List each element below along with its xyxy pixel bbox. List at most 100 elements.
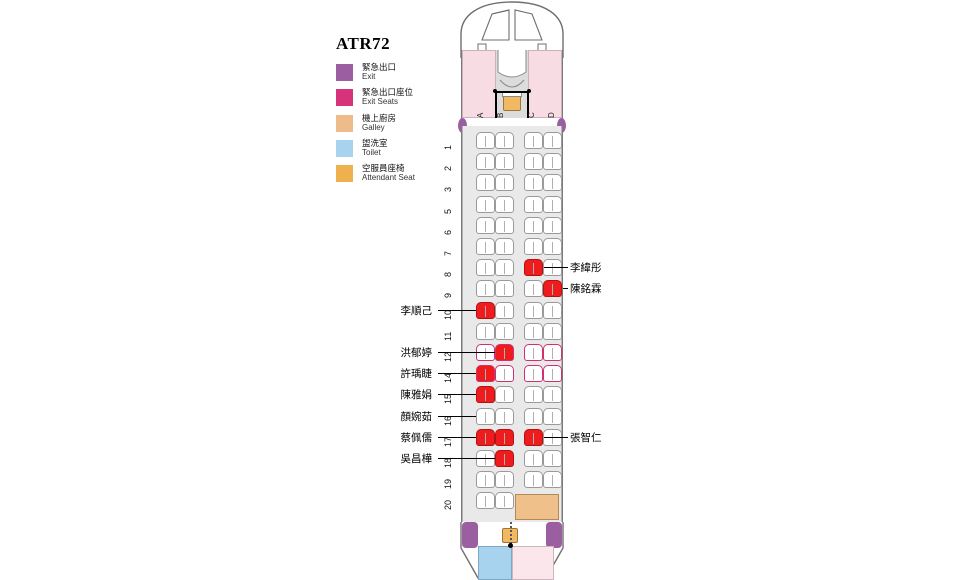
forward-attendant-seat-back	[502, 92, 522, 97]
seat-divider	[552, 220, 553, 232]
seat-divider	[552, 390, 553, 402]
leader-line-10A	[438, 309, 476, 311]
seat-divider	[485, 411, 486, 423]
seat-divider	[504, 305, 505, 317]
legend-label-zh: 緊急出口	[362, 62, 397, 72]
seat-divider	[485, 242, 486, 253]
row-number-14: 14	[443, 373, 453, 384]
seat-divider	[533, 263, 534, 275]
seat-divider	[485, 220, 486, 232]
seat-divider	[485, 475, 486, 487]
seat-divider	[533, 136, 534, 147]
leader-line-12B	[438, 352, 495, 353]
legend-label-en: Exit	[362, 71, 376, 81]
seat-divider	[552, 305, 553, 317]
forward-partition-rail	[495, 91, 529, 93]
legend-panel: ATR72 緊急出口 Exit 緊急出口座位 Exit Seats 機上廚房 G…	[336, 34, 466, 190]
legend-label-zh: 緊急出口座位	[362, 87, 414, 98]
column-header-b: B	[496, 112, 505, 118]
seat-divider	[485, 178, 486, 190]
seat-divider	[552, 326, 553, 338]
column-header-a: A	[476, 112, 485, 118]
seat-divider	[485, 390, 486, 402]
seat-divider	[533, 220, 534, 232]
seat-divider	[485, 263, 486, 275]
row-number-12: 12	[443, 351, 453, 362]
seat-divider	[504, 199, 505, 211]
leader-line-18B	[438, 458, 495, 459]
forward-partition-left	[495, 91, 497, 118]
seat-divider	[533, 390, 534, 402]
legend-label-zh: 空服員座椅	[362, 163, 405, 174]
seat-divider	[552, 284, 553, 296]
rear-hinge	[508, 543, 513, 548]
row-number-5: 5	[443, 208, 453, 214]
legend-label-en: Toilet	[362, 147, 381, 157]
seat-divider	[552, 432, 553, 444]
rear-curtain-track	[510, 522, 514, 544]
rear-stowage	[512, 546, 554, 580]
column-header-d: D	[547, 112, 556, 118]
passenger-label-16A: 顏婉茹	[400, 410, 433, 423]
seat-divider	[533, 242, 534, 253]
rear-toilet	[478, 546, 512, 580]
seat-divider	[485, 432, 486, 444]
seat-divider	[504, 326, 505, 338]
forward-right-service-zone	[528, 50, 562, 118]
seat-divider	[552, 242, 553, 253]
seat-divider	[485, 326, 486, 338]
legend-item-exit-seats: 緊急出口座位 Exit Seats	[336, 87, 466, 107]
galley-swatch	[336, 114, 353, 132]
row-number-7: 7	[443, 250, 453, 256]
seat-divider	[533, 157, 534, 169]
passenger-label-17A: 蔡佩儒	[400, 431, 433, 444]
row-number-10: 10	[443, 309, 453, 320]
seat-divider	[533, 284, 534, 296]
legend-item-toilet: 盥洗室 Toilet	[336, 139, 466, 157]
row-number-2: 2	[443, 166, 453, 172]
seat-divider	[533, 411, 534, 423]
seat-divider	[552, 475, 553, 487]
seat-divider	[504, 220, 505, 232]
passenger-label-18B: 吳昌樺	[400, 453, 433, 465]
leader-line-16A	[438, 415, 476, 417]
row-number-16: 16	[443, 415, 453, 426]
seat-divider	[485, 348, 486, 359]
seat-divider	[552, 136, 553, 147]
row-number-20: 20	[443, 500, 453, 511]
seat-divider	[504, 263, 505, 275]
row-number-3: 3	[443, 187, 453, 193]
legend-label-en: Attendant Seat	[362, 173, 415, 183]
seat-divider	[504, 475, 505, 487]
aircraft-type-title: ATR72	[336, 34, 391, 53]
exit-swatch	[336, 64, 353, 81]
rear-right-exit	[546, 522, 562, 548]
attendant-seat-swatch	[336, 165, 353, 183]
seat-divider	[552, 348, 553, 359]
passenger-label-9D: 陳銘霖	[570, 283, 602, 296]
seat-divider	[552, 199, 553, 211]
seat-divider	[485, 199, 486, 211]
seat-divider	[504, 348, 505, 359]
seat-divider	[552, 263, 553, 275]
seat-divider	[504, 242, 505, 253]
seat-divider	[533, 326, 534, 338]
leader-line-17A	[438, 436, 476, 438]
column-header-c: C	[527, 112, 536, 118]
seat-divider	[552, 369, 553, 381]
row-number-17: 17	[443, 436, 453, 447]
legend-label-en: Exit Seats	[362, 97, 399, 107]
row-number-19: 19	[443, 479, 453, 490]
leader-line-8C	[544, 267, 568, 269]
seat-divider	[533, 305, 534, 317]
leader-line-9D	[563, 288, 568, 290]
seat-divider	[504, 136, 505, 147]
seat-divider	[504, 369, 505, 381]
passenger-label-15A: 陳雅娟	[400, 389, 433, 402]
seat-divider	[485, 157, 486, 169]
toilet-swatch	[336, 139, 353, 157]
forward-hinge-left	[493, 89, 497, 93]
row-number-18: 18	[443, 457, 453, 468]
seat-divider	[504, 432, 505, 444]
